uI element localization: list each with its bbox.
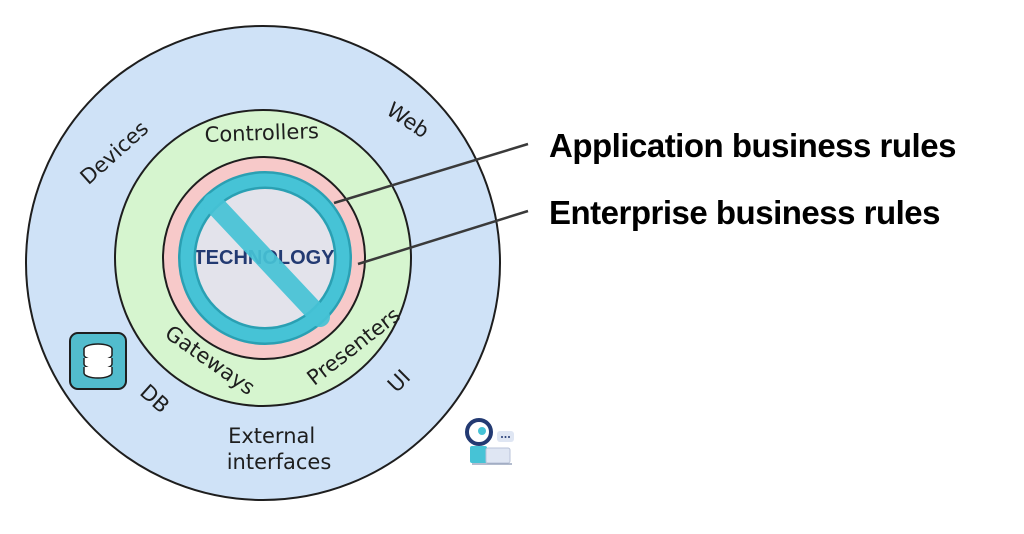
application-business-rules-label: Application business rules [549,127,956,164]
external-interfaces-label: External interfaces [227,424,332,474]
database-icon [69,332,127,390]
controllers-label: Controllers [204,119,319,147]
prohibition-icon [178,171,352,345]
application-leader-line [333,142,529,205]
robot-assistant-logo [465,418,514,465]
enterprise-business-rules-label: Enterprise business rules [549,194,940,231]
enterprise-leader-line [357,209,529,266]
